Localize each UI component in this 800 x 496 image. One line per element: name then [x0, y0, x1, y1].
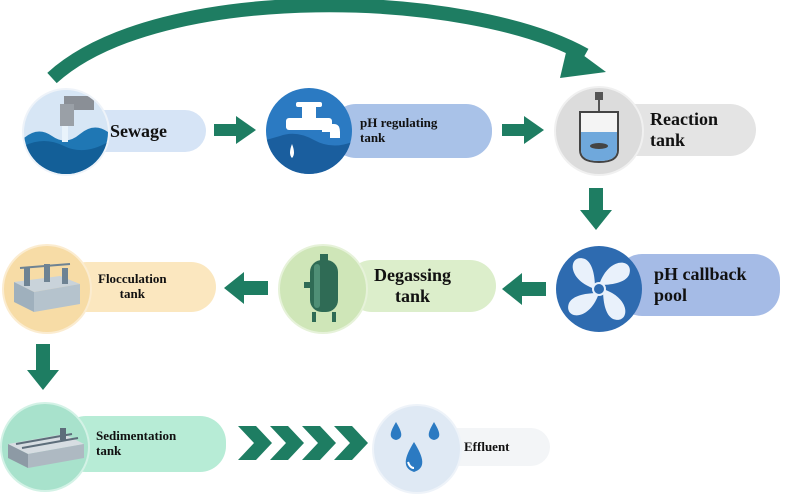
- effluent-label: Effluent: [464, 438, 510, 454]
- degassing-pill: Degassing tank: [346, 260, 496, 312]
- arrow-flocculation-to-sedimentation: [27, 344, 59, 390]
- ph-callback-label: pH callback pool: [654, 264, 747, 305]
- chevron-arrows: [238, 426, 368, 460]
- flocculation-tank-icon: [2, 244, 92, 334]
- pressure-tank-icon: [278, 244, 368, 334]
- sewage-pipe-icon: [22, 88, 110, 176]
- curved-arrow: [47, 0, 589, 84]
- degassing-label: Degassing tank: [374, 265, 452, 306]
- sedimentation-basin-icon: [0, 402, 90, 492]
- arrow-ph-to-reaction: [502, 116, 544, 144]
- ph-callback-pill: pH callback pool: [616, 254, 780, 316]
- sedimentation-label: Sedimentation tank: [96, 428, 177, 458]
- arrow-callback-to-degassing: [502, 273, 546, 305]
- faucet-icon: [266, 88, 352, 174]
- water-droplets-icon: [372, 404, 462, 494]
- ph-regulating-label: pH regulating tank: [360, 115, 438, 145]
- fan-propeller-icon: [556, 246, 642, 332]
- arrow-degassing-to-flocculation: [224, 272, 268, 304]
- arrow-reaction-to-callback: [580, 188, 612, 230]
- reaction-label: Reaction tank: [650, 109, 718, 150]
- curved-arrow-head: [560, 44, 606, 78]
- reactor-vessel-icon: [554, 86, 644, 176]
- sewage-label: Sewage: [110, 120, 167, 141]
- arrow-sewage-to-ph: [214, 116, 256, 144]
- flocculation-label: Flocculation tank: [98, 271, 167, 301]
- ph-regulating-pill: pH regulating tank: [330, 104, 492, 158]
